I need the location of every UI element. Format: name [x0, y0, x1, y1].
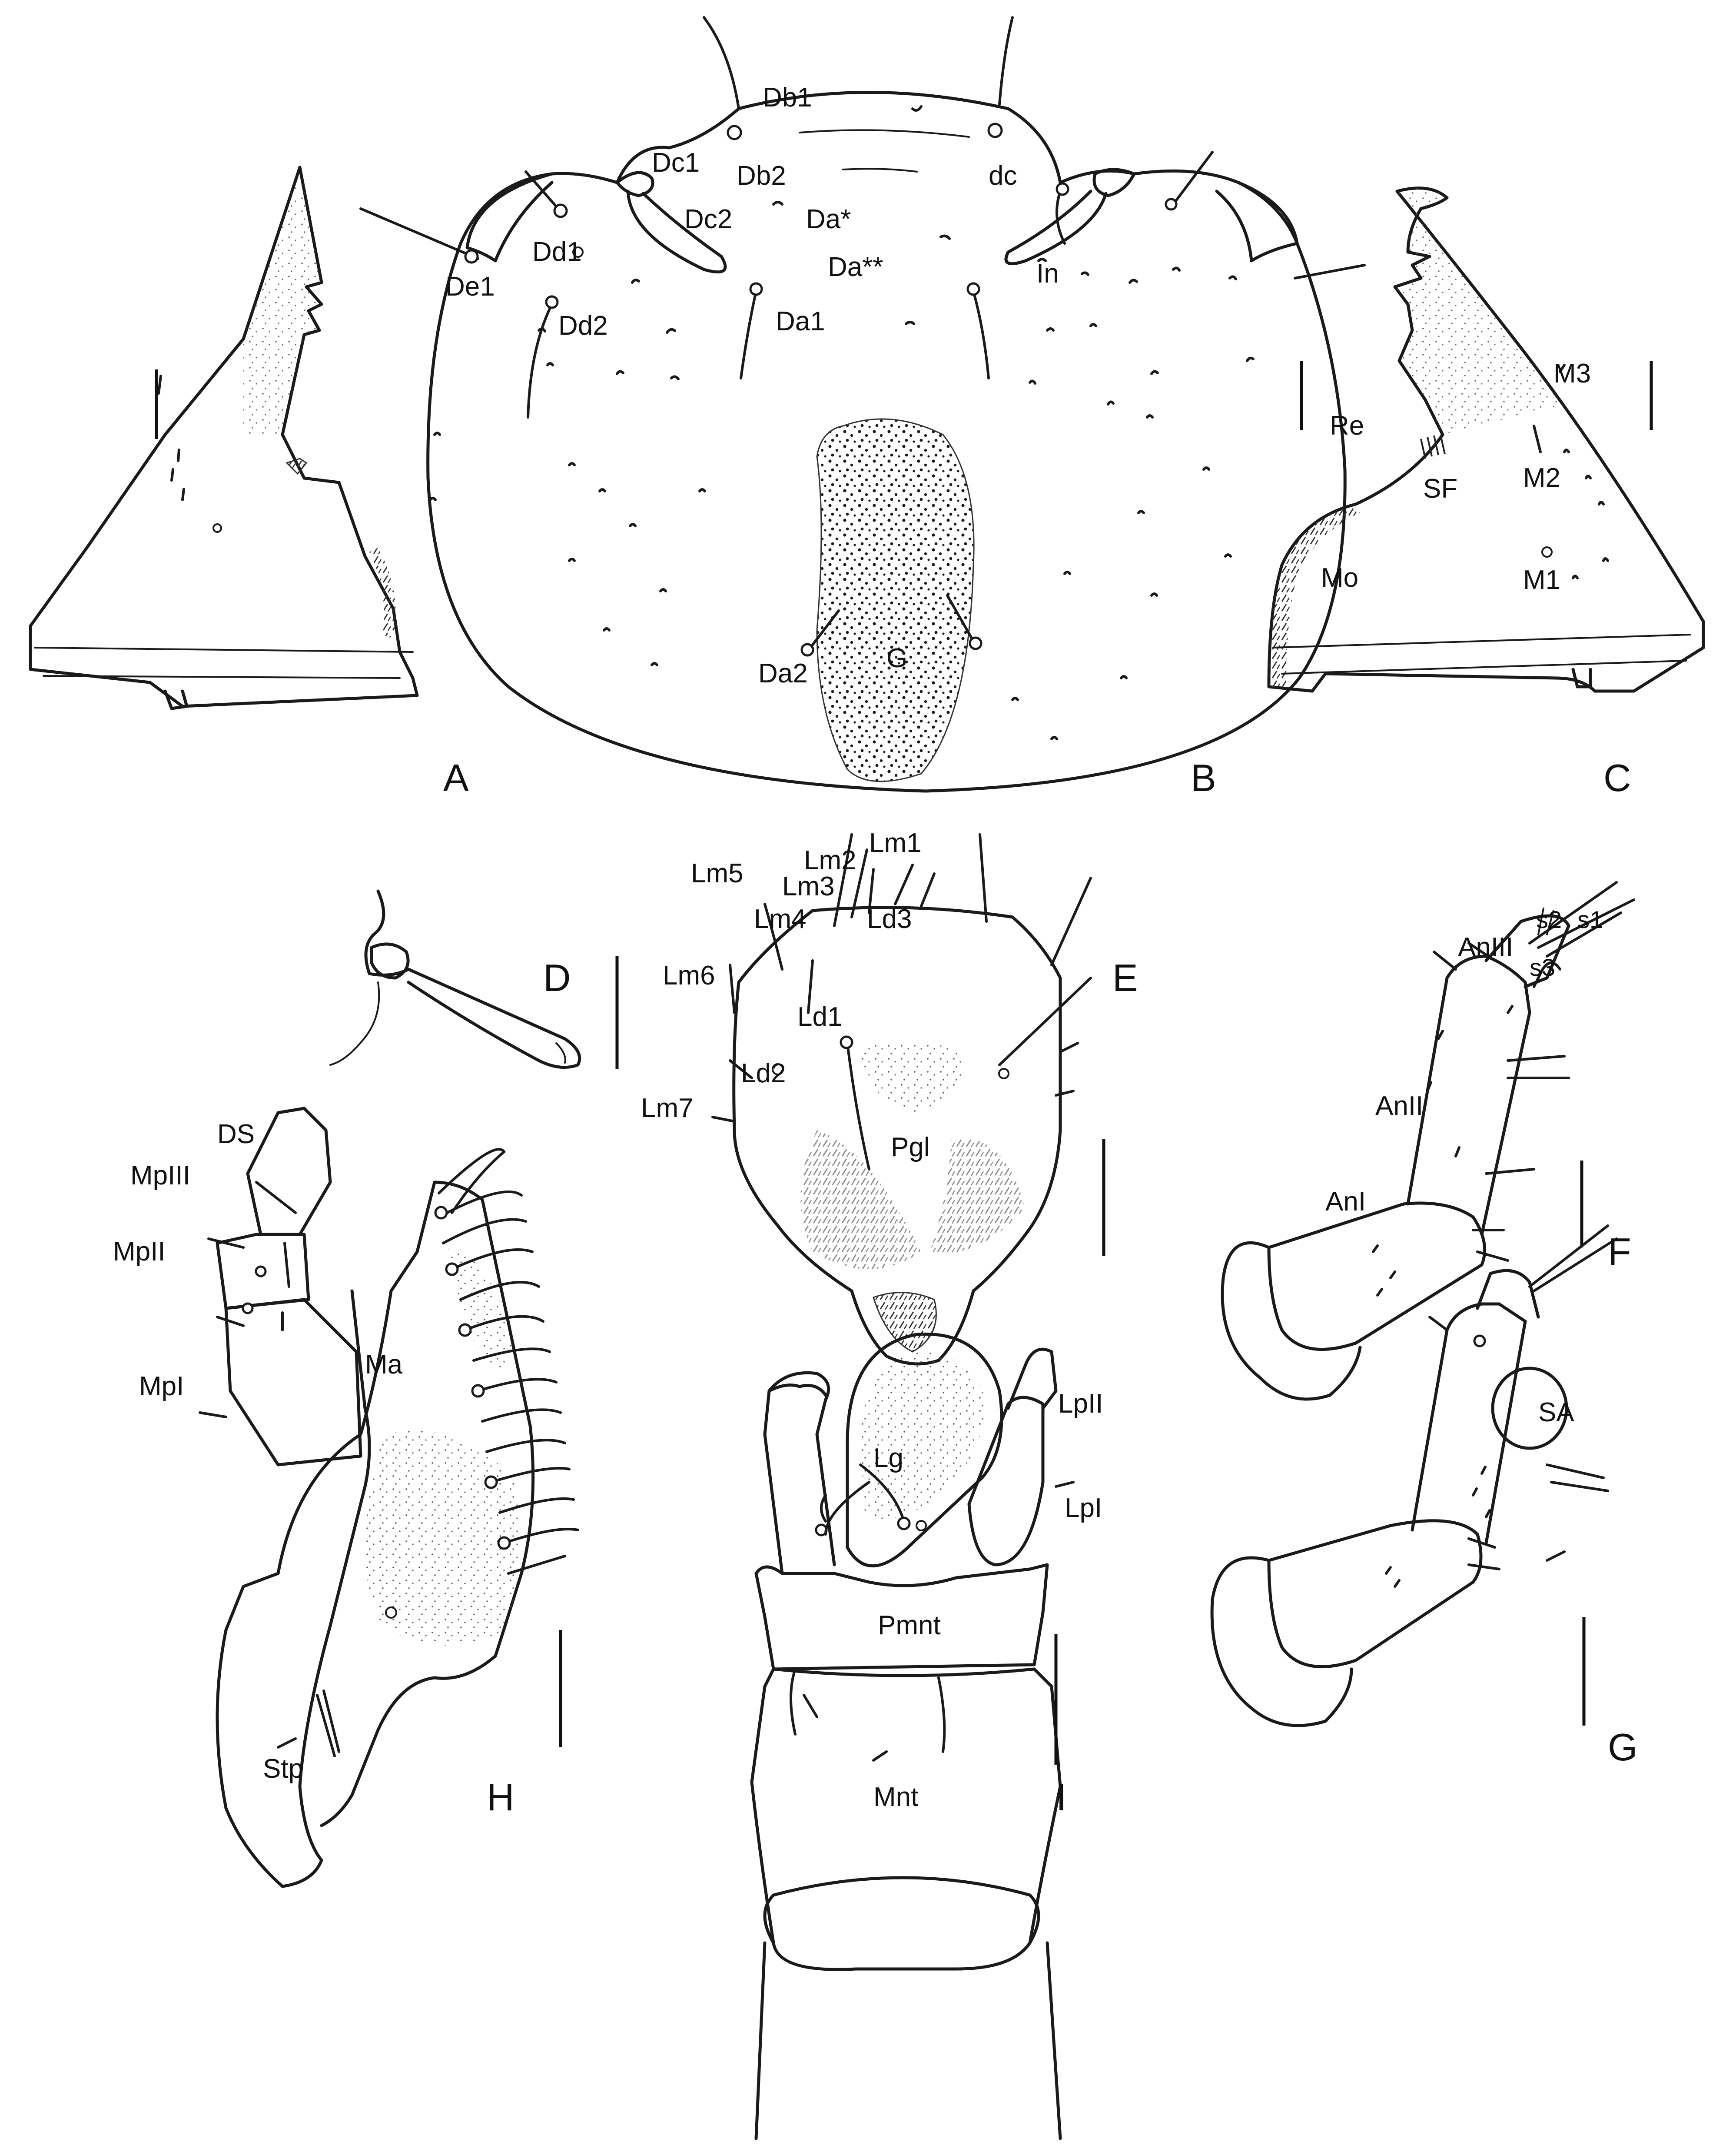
label-sa: SA	[1538, 1397, 1574, 1427]
label-lm1: Lm1	[869, 828, 922, 858]
label-lm2: Lm2	[804, 845, 856, 875]
label-s3: s3	[1530, 954, 1555, 981]
label-lm3: Lm3	[782, 871, 835, 901]
label-da-star: Da*	[806, 204, 851, 234]
label-pgl: Pgl	[891, 1132, 930, 1162]
label-re: Re	[1330, 411, 1364, 441]
label-lg: Lg	[873, 1443, 903, 1473]
panel-letter-f: F	[1608, 1230, 1631, 1273]
label-lm7: Lm7	[641, 1093, 694, 1123]
label-sf: SF	[1423, 474, 1457, 504]
label-anii: AnII	[1375, 1091, 1423, 1121]
panel-a-left-mandible	[29, 166, 419, 710]
label-mo: Mo	[1321, 563, 1358, 593]
label-m1: M1	[1523, 565, 1560, 595]
label-stp: Stp	[263, 1754, 303, 1784]
panel-letter-g: G	[1608, 1726, 1637, 1769]
label-ld1: Ld1	[797, 1002, 842, 1032]
panel-letter-c: C	[1603, 756, 1631, 799]
maxilla-outline	[216, 1181, 535, 1888]
panel-letter-b: B	[1191, 756, 1216, 799]
panel-letter-i: I	[1056, 1776, 1066, 1819]
label-da-double-star: Da**	[828, 252, 883, 282]
label-de1: De1	[445, 272, 495, 302]
panel-i-labium	[750, 1332, 1075, 2140]
label-dd1: Dd1	[532, 237, 582, 267]
panel-d-tentorium	[329, 889, 619, 1069]
label-pmnt: Pmnt	[878, 1610, 941, 1640]
label-dc1: Dc1	[652, 148, 700, 178]
label-s2: s2	[1536, 906, 1562, 933]
label-ds: DS	[217, 1119, 255, 1149]
label-in: In	[1036, 259, 1059, 289]
label-m2: M2	[1523, 463, 1560, 493]
label-s1: s1	[1577, 906, 1603, 933]
label-lm4: Lm4	[754, 904, 807, 934]
label-ld2: Ld2	[741, 1058, 786, 1088]
label-mpi: MpI	[139, 1371, 184, 1401]
panel-c-right-mandible	[1267, 186, 1705, 693]
label-ld3: Ld3	[867, 904, 912, 934]
label-mnt: Mnt	[873, 1782, 918, 1812]
label-db1: Db1	[763, 83, 812, 113]
label-lm5: Lm5	[691, 858, 744, 888]
label-mpii: MpII	[113, 1237, 166, 1267]
panel-g-antenna	[1210, 1224, 1618, 1727]
label-dc2: Dc2	[684, 204, 732, 234]
label-g: G	[886, 643, 907, 673]
label-da2: Da2	[758, 658, 808, 688]
label-lm6: Lm6	[663, 961, 715, 991]
label-ma: Ma	[365, 1350, 403, 1380]
mandible-a-outline	[29, 166, 419, 708]
panel-e-labrum	[711, 833, 1105, 1366]
labels: A B C D E F G H I Db1 Dc1 Db2 dc Dc2 Da*…	[113, 83, 1637, 1819]
label-m3: M3	[1553, 359, 1591, 389]
panel-b-head-capsule	[359, 16, 1366, 793]
label-lpii: LpII	[1058, 1389, 1103, 1419]
panel-f-antenna	[1221, 881, 1635, 1401]
label-lpi: LpI	[1065, 1493, 1102, 1523]
label-aniii: AnIII	[1458, 932, 1514, 962]
label-mpiii: MpIII	[130, 1161, 190, 1191]
panel-letter-h: H	[487, 1776, 514, 1819]
panel-letter-a: A	[443, 756, 469, 799]
label-da1: Da1	[776, 306, 825, 336]
label-db2: Db2	[737, 161, 786, 191]
label-ani: AnI	[1325, 1187, 1366, 1217]
panel-letter-d: D	[543, 956, 571, 999]
panel-letter-e: E	[1112, 956, 1138, 999]
panel-h-maxilla	[199, 1107, 579, 1888]
label-dc: dc	[989, 161, 1017, 191]
label-dd2: Dd2	[558, 311, 608, 341]
